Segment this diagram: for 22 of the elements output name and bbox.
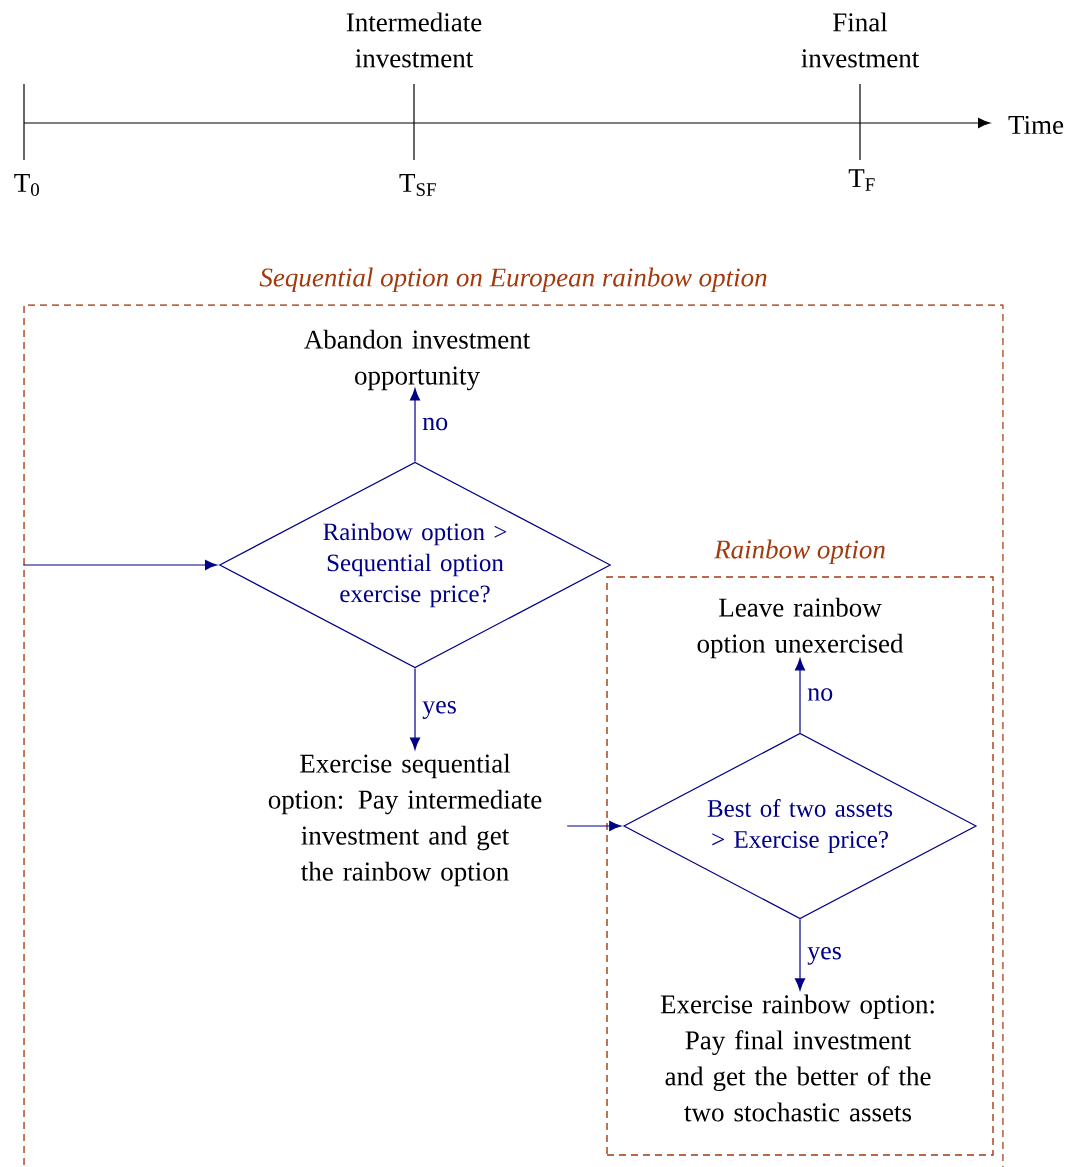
arrow [795, 658, 806, 734]
milestone-label: Intermediate investment [346, 12, 482, 68]
outcome-text: Exercise rainbow option: Pay final investment and get the better of the two stochastic assets [660, 994, 934, 1122]
arrow [566, 821, 622, 832]
time-label: T$_{SF}$ [399, 174, 436, 196]
arrow [22, 560, 218, 571]
arrow [409, 388, 421, 463]
milestone-label: Final investment [801, 12, 920, 68]
outcome-text: Leave rainbow option unexercised [697, 597, 904, 659]
time-label: T$_{0}$ [14, 174, 39, 196]
edge-label: no [807, 688, 833, 701]
axis-label: Time [1008, 115, 1064, 135]
edge-label: yes [422, 701, 456, 719]
time-label: T$_{F}$ [848, 169, 875, 191]
outcome-text: Abandon investment opportunity [304, 329, 531, 391]
arrow [795, 918, 806, 991]
frame-title: Rainbow option [714, 539, 885, 565]
edge-label: yes [807, 946, 841, 965]
arrow [409, 667, 421, 750]
frame-title: Sequential option on European rainbow option [259, 267, 767, 293]
edge-label: no [422, 417, 448, 431]
outcome-text: Exercise sequential option: Pay intermediate investment and get the rainbow option [268, 753, 542, 887]
